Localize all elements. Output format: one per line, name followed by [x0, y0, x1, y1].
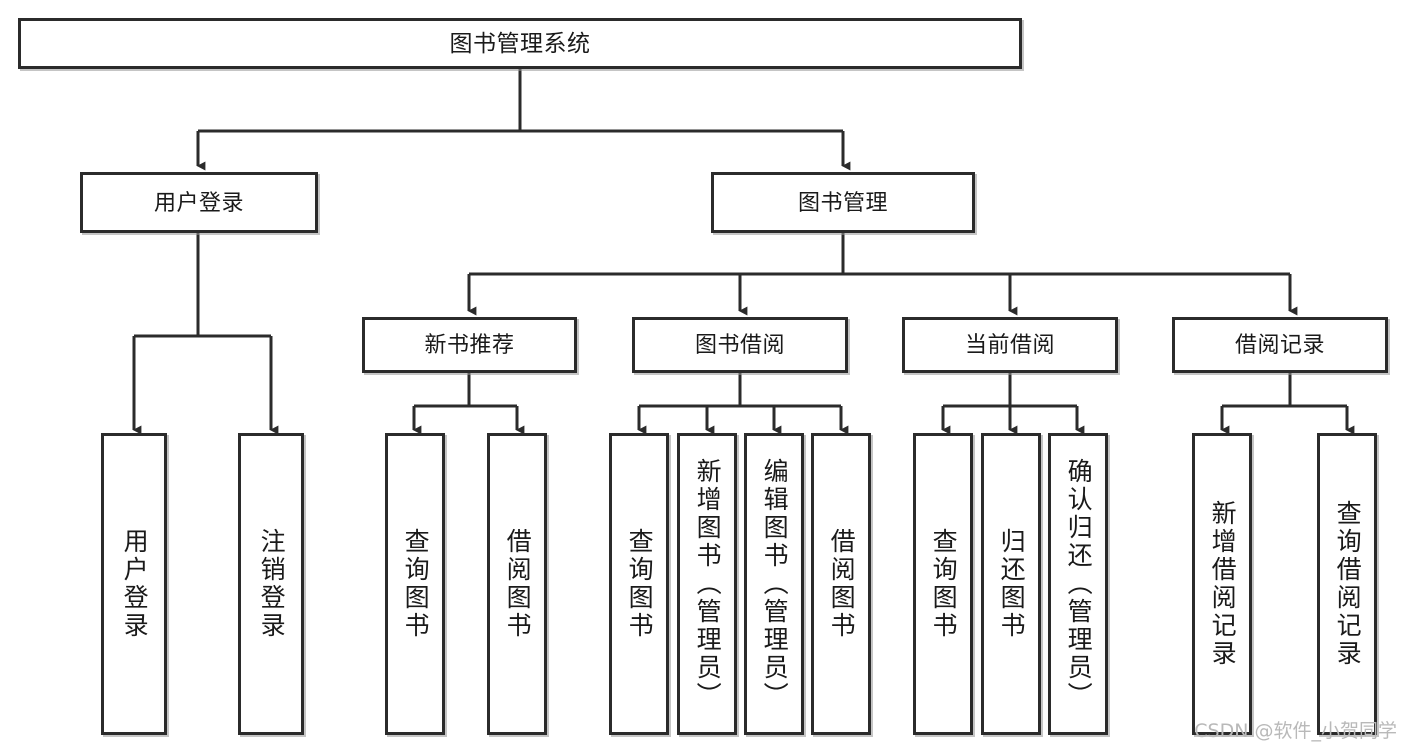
node-new-book-rec[interactable]: 新书推荐	[362, 317, 577, 373]
node-leaf-confirm-return-label: 确认归还（管理员）	[1064, 458, 1093, 710]
node-book-manage-label: 图书管理	[797, 189, 888, 215]
node-leaf-query-book-3[interactable]: 查询图书	[913, 433, 973, 735]
node-borrow-record[interactable]: 借阅记录	[1172, 317, 1388, 373]
node-leaf-confirm-return[interactable]: 确认归还（管理员）	[1048, 433, 1108, 735]
node-book-manage[interactable]: 图书管理	[711, 172, 975, 233]
node-leaf-query-book-2-label: 查询图书	[625, 528, 654, 640]
node-leaf-add-book[interactable]: 新增图书（管理员）	[677, 433, 737, 735]
node-leaf-add-record-label: 新增借阅记录	[1208, 500, 1237, 668]
node-leaf-borrow-book-1-label: 借阅图书	[503, 528, 532, 640]
node-leaf-query-record-label: 查询借阅记录	[1333, 500, 1362, 668]
node-leaf-user-login-label: 用户登录	[120, 528, 149, 640]
node-current-borrow[interactable]: 当前借阅	[902, 317, 1118, 373]
node-root-label: 图书管理系统	[449, 29, 591, 56]
node-leaf-user-logout[interactable]: 注销登录	[238, 433, 304, 735]
node-leaf-return-book-label: 归还图书	[997, 528, 1026, 640]
node-leaf-query-book-1[interactable]: 查询图书	[385, 433, 445, 735]
node-book-borrow-label: 图书借阅	[694, 332, 785, 358]
node-leaf-borrow-book-2[interactable]: 借阅图书	[811, 433, 871, 735]
node-leaf-query-record[interactable]: 查询借阅记录	[1317, 433, 1377, 735]
node-new-book-rec-label: 新书推荐	[424, 332, 515, 358]
node-leaf-query-book-3-label: 查询图书	[929, 528, 958, 640]
node-leaf-edit-book[interactable]: 编辑图书（管理员）	[744, 433, 804, 735]
node-book-borrow[interactable]: 图书借阅	[632, 317, 848, 373]
node-leaf-edit-book-label: 编辑图书（管理员）	[760, 458, 789, 710]
node-user-login[interactable]: 用户登录	[80, 172, 318, 233]
node-leaf-return-book[interactable]: 归还图书	[981, 433, 1041, 735]
node-user-login-label: 用户登录	[153, 189, 244, 215]
node-current-borrow-label: 当前借阅	[964, 332, 1055, 358]
node-borrow-record-label: 借阅记录	[1234, 332, 1325, 358]
node-leaf-borrow-book-2-label: 借阅图书	[827, 528, 856, 640]
node-leaf-query-book-1-label: 查询图书	[401, 528, 430, 640]
node-leaf-user-logout-label: 注销登录	[257, 528, 286, 640]
node-root[interactable]: 图书管理系统	[18, 18, 1022, 69]
node-leaf-user-login[interactable]: 用户登录	[101, 433, 167, 735]
watermark-text: CSDN @软件_小贺同学	[1194, 720, 1397, 742]
node-leaf-query-book-2[interactable]: 查询图书	[609, 433, 669, 735]
node-leaf-add-record[interactable]: 新增借阅记录	[1192, 433, 1252, 735]
node-leaf-add-book-label: 新增图书（管理员）	[693, 458, 722, 710]
node-leaf-borrow-book-1[interactable]: 借阅图书	[487, 433, 547, 735]
